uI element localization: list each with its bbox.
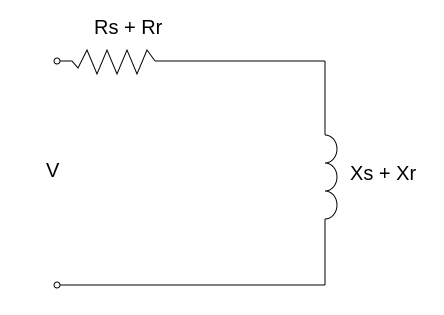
top-terminal [53,57,61,65]
bottom-terminal [53,281,61,289]
inductor-symbol [324,134,338,220]
inductor-label: Xs + Xr [350,163,417,185]
resistor-label: Rs + Rr [94,17,163,39]
resistor-symbol [71,48,156,76]
source-label: V [46,160,60,182]
